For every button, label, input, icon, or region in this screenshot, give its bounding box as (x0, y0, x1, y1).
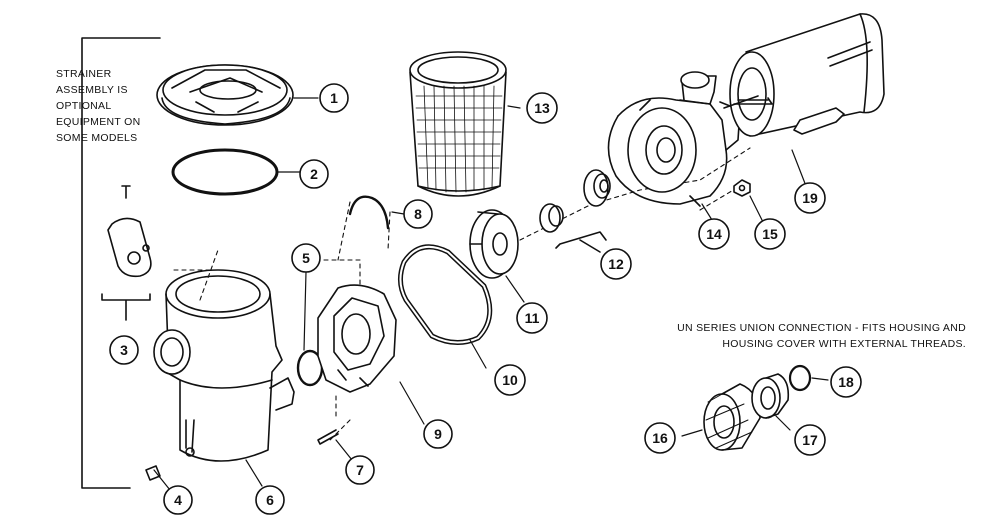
nut-part (733, 179, 751, 197)
strainer-basket-part (409, 51, 507, 197)
callout-13 (526, 92, 558, 124)
callout-17 (794, 424, 826, 456)
callout-number-17: 17 (802, 432, 818, 448)
strainer-bracket-line (81, 37, 161, 489)
callout-19 (794, 182, 826, 214)
union-note-line-2: HOUSING COVER WITH EXTERNAL THREADS. (722, 338, 966, 350)
callout-number-15: 15 (762, 226, 778, 242)
callout-4 (163, 485, 193, 515)
callout-11 (516, 302, 548, 334)
union-o-ring-part (788, 364, 812, 392)
callout-10 (494, 364, 526, 396)
callout-number-19: 19 (802, 190, 818, 206)
callout-number-3: 3 (120, 342, 128, 358)
strainer-clip-part (107, 185, 152, 278)
lid-o-ring-part (171, 148, 279, 196)
diffuser-clip-part (348, 195, 390, 230)
union-note-line-1: UN SERIES UNION CONNECTION - FITS HOUSIN… (677, 322, 966, 334)
gasket-part (398, 244, 493, 345)
callout-number-2: 2 (310, 166, 318, 182)
callout-9 (423, 419, 453, 449)
strainer-lid-part (156, 64, 294, 126)
shaft-seal-part (539, 169, 611, 233)
callout-14 (698, 218, 730, 250)
impeller-part (469, 209, 519, 279)
callout-number-10: 10 (502, 372, 518, 388)
callout-18 (830, 366, 862, 398)
assembly-dashed-lines (173, 147, 751, 441)
callout-2 (299, 159, 329, 189)
callout-number-5: 5 (302, 250, 310, 266)
motor-part (723, 13, 885, 137)
callout-6 (255, 485, 285, 515)
callout-12 (600, 248, 632, 280)
callout-circles (109, 83, 862, 515)
callout-15 (754, 218, 786, 250)
callout-number-11: 11 (525, 310, 540, 326)
callout-number-18: 18 (838, 374, 854, 390)
callout-number-14: 14 (706, 226, 722, 242)
callout-number-6: 6 (266, 492, 274, 508)
seal-plate-part (317, 284, 397, 393)
callout-leaders (153, 97, 829, 491)
callout-1 (319, 83, 349, 113)
callout-5 (291, 243, 321, 273)
callout-number-1: 1 (330, 90, 338, 106)
callout-numbers: 1 2 3 4 5 6 7 8 9 10 11 12 13 14 15 16 1… (120, 90, 854, 508)
bracket-3-line (101, 293, 151, 321)
callout-number-4: 4 (174, 492, 182, 508)
callout-7 (345, 455, 375, 485)
callout-number-16: 16 (652, 430, 668, 446)
callout-number-7: 7 (356, 462, 364, 478)
pump-housing-part (607, 71, 741, 207)
bolt-part (317, 429, 339, 445)
callout-16 (644, 422, 676, 454)
union-tailpiece-part (751, 373, 790, 419)
bracket-12-line (555, 231, 607, 253)
union-connection-note: UN SERIES UNION CONNECTION - FITS HOUSIN… (626, 320, 966, 352)
strainer-housing-part (153, 269, 295, 462)
strainer-optional-note: STRAINER ASSEMBLY IS OPTIONAL EQUIPMENT … (56, 68, 141, 144)
callout-number-12: 12 (608, 256, 624, 272)
callout-8 (403, 199, 433, 229)
callout-number-8: 8 (414, 206, 422, 222)
callout-number-13: 13 (534, 100, 550, 116)
drain-plug-part (145, 465, 161, 481)
callout-number-9: 9 (434, 426, 442, 442)
callout-3 (109, 335, 139, 365)
union-nut-part (703, 383, 761, 451)
